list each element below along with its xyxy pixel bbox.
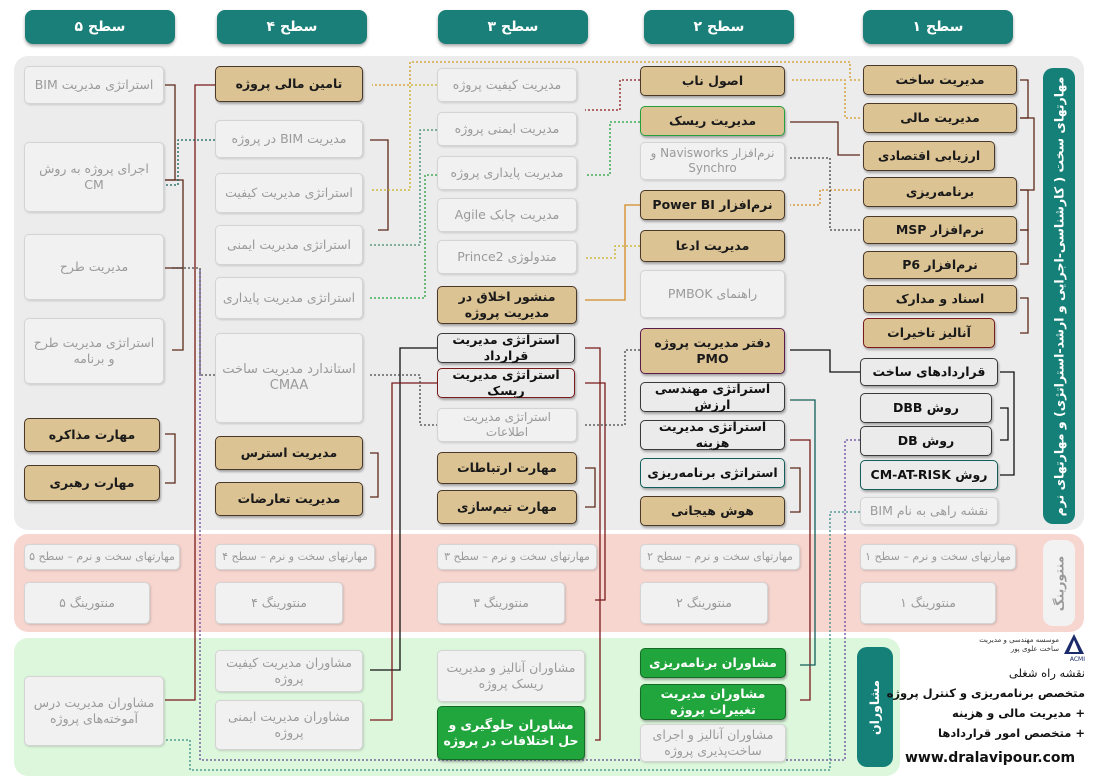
l3-quality-management[interactable]: مدیریت کیفیت پروژه <box>437 68 577 102</box>
l1-delay-analysis[interactable]: آنالیز تاخیرات <box>863 318 995 348</box>
l2-navisworks-synchro[interactable]: نرم‌افزار Navisworks و Synchro <box>640 142 785 180</box>
mentoring-4[interactable]: منتورینگ ۴ <box>215 582 343 624</box>
l2-claims-management[interactable]: مدیریت ادعا <box>640 230 785 262</box>
l2-value-engineering[interactable]: استراتژی مهندسی ارزش <box>640 381 785 412</box>
level-2-header: سطح ۲ <box>644 10 794 44</box>
mentoring-title-5: مهارتهای سخت و نرم – سطح ۵ <box>24 544 180 570</box>
mentoring-title-4: مهارتهای سخت و نرم – سطح ۴ <box>215 544 375 570</box>
l3-safety-management[interactable]: مدیریت ایمنی پروژه <box>437 112 577 146</box>
hard-soft-side-label: مهارتهای سخت ( کارشناسی-اجرایی و ارشد-اس… <box>1043 68 1075 524</box>
mentoring-2[interactable]: منتورینگ ۲ <box>640 582 768 624</box>
consult-dispute-resolution[interactable]: مشاوران جلوگیری و حل اختلافات در پروژه <box>437 706 585 760</box>
logo-mark: ACMI <box>1069 656 1085 663</box>
l4-safety-strategy[interactable]: استراتژی مدیریت ایمنی <box>215 225 363 265</box>
l1-p6-software[interactable]: نرم‌افزار P6 <box>863 251 1017 279</box>
consult-risk-analysis[interactable]: مشاوران آنالیز و مدیریت ریسک پروژه <box>437 650 585 702</box>
l2-cost-management-strategy[interactable]: استراتژی مدیریت هزینه <box>640 419 785 450</box>
l1-financial-management[interactable]: مدیریت مالی <box>863 103 1017 133</box>
l5-bim-strategy[interactable]: استراتژی مدیریت BIM <box>24 66 164 104</box>
consult-lessons-learned[interactable]: مشاوران مدیریت درس آموخته‌های پروژه <box>24 676 164 746</box>
l3-prince2[interactable]: متدولوژی Prince2 <box>437 240 577 274</box>
consulting-side-label: مشاوران <box>857 647 893 767</box>
logo: ACMI موسسه مهندسی و مدیریت ساخت علوی پور <box>905 632 1085 663</box>
mentoring-3[interactable]: منتورینگ ۳ <box>437 582 565 624</box>
l3-communication-skill[interactable]: مهارت ارتباطات <box>437 452 577 484</box>
l1-msp-software[interactable]: نرم‌افزار MSP <box>863 216 1017 244</box>
consult-constructability[interactable]: مشاوران آنالیز و اجرای ساخت‌پذیری پروژه <box>640 724 786 762</box>
l3-ethics-charter[interactable]: منشور اخلاق در مدیریت پروژه <box>437 286 577 324</box>
legend-line-1: متخصص برنامه‌ریزی و کنترل پروژه <box>886 686 1085 700</box>
consult-safety[interactable]: مشاوران مدیریت ایمنی پروژه <box>215 700 363 750</box>
level-4-header: سطح ۴ <box>217 10 367 44</box>
l3-contract-strategy[interactable]: استراتژی مدیریت قرارداد <box>437 332 575 363</box>
legend: ACMI موسسه مهندسی و مدیریت ساخت علوی پور… <box>887 632 1085 772</box>
l1-construction-contracts[interactable]: قراردادهای ساخت <box>860 358 998 386</box>
legend-line-2: + مدیریت مالی و هزینه <box>951 706 1085 720</box>
mentoring-title-1: مهارتهای سخت و نرم – سطح ۱ <box>860 544 1016 570</box>
mentoring-title-2: مهارتهای سخت و نرم – سطح ۲ <box>640 544 800 570</box>
l1-cm-at-risk-method[interactable]: روش CM-AT-RISK <box>860 460 998 490</box>
l3-agile[interactable]: مدیریت چابک Agile <box>437 198 577 232</box>
l1-economic-evaluation[interactable]: ارزیابی اقتصادی <box>863 141 995 171</box>
l1-documents-records[interactable]: اسناد و مدارک <box>863 285 1017 313</box>
l5-cm-execution[interactable]: اجرای پروژه به روش CM <box>24 142 164 212</box>
consult-planning[interactable]: مشاوران برنامه‌ریزی <box>640 648 786 678</box>
logo-text: موسسه مهندسی و مدیریت ساخت علوی پور <box>979 636 1059 654</box>
mentoring-1[interactable]: منتورینگ ۱ <box>860 582 996 624</box>
consult-quality[interactable]: مشاوران مدیریت کیفیت پروژه <box>215 650 363 692</box>
l1-planning[interactable]: برنامه‌ریزی <box>863 177 1017 207</box>
l5-plan-management[interactable]: مدیریت طرح <box>24 234 164 300</box>
l5-negotiation-skill[interactable]: مهارت مذاکره <box>24 418 160 452</box>
l1-dbb-method[interactable]: روش DBB <box>860 393 992 423</box>
l4-bim-management[interactable]: مدیریت BIM در پروژه <box>215 120 363 158</box>
l4-quality-strategy[interactable]: استراتژی مدیریت کیفیت <box>215 173 363 213</box>
l2-planning-strategy[interactable]: استراتژی برنامه‌ریزی <box>640 458 785 488</box>
mentoring-5[interactable]: منتورینگ ۵ <box>24 582 150 624</box>
l2-risk-management[interactable]: مدیریت ریسک <box>640 106 785 136</box>
level-5-header: سطح ۵ <box>25 10 175 44</box>
consult-change-management[interactable]: مشاوران مدیریت تغییرات پروژه <box>640 684 786 720</box>
l3-information-strategy[interactable]: استراتژی مدیریت اطلاعات <box>437 408 577 442</box>
l4-sustainability-strategy[interactable]: استراتژی مدیریت پایداری <box>215 277 363 319</box>
l4-cmaa-standard[interactable]: استاندارد مدیریت ساخت CMAA <box>215 333 363 423</box>
l2-pmo[interactable]: دفتر مدیریت پروژه PMO <box>640 328 785 374</box>
l3-sustainability-management[interactable]: مدیریت پایداری پروژه <box>437 156 577 190</box>
l2-emotional-intelligence[interactable]: هوش هیجانی <box>640 496 785 526</box>
l1-db-method[interactable]: روش DB <box>860 426 992 456</box>
l3-team-building-skill[interactable]: مهارت تیم‌سازی <box>437 490 577 524</box>
level-1-header: سطح ۱ <box>863 10 1013 44</box>
l4-project-financing[interactable]: تامین مالی پروژه <box>215 66 363 102</box>
l4-conflict-management[interactable]: مدیریت تعارضات <box>215 482 363 516</box>
logo-icon <box>1064 634 1084 654</box>
website[interactable]: www.dralavipour.com <box>905 750 1076 766</box>
l1-construction-management[interactable]: مدیریت ساخت <box>863 65 1017 95</box>
l1-bim-roadmap[interactable]: نقشه راهی به نام BIM <box>860 497 998 525</box>
l4-stress-management[interactable]: مدیریت استرس <box>215 436 363 470</box>
legend-heading: نقشه راه شغلی <box>1008 666 1085 680</box>
l5-plan-program-strategy[interactable]: استراتژی مدیریت طرح و برنامه <box>24 318 164 384</box>
level-3-header: سطح ۳ <box>438 10 588 44</box>
l2-lean-principles[interactable]: اصول ناب <box>640 66 785 96</box>
l3-risk-strategy[interactable]: استراتژی مدیریت ریسک <box>437 367 575 398</box>
l2-power-bi[interactable]: نرم‌افزار Power BI <box>640 190 785 220</box>
mentoring-title-3: مهارتهای سخت و نرم – سطح ۳ <box>437 544 597 570</box>
legend-line-3: + متخصص امور قراردادها <box>938 726 1085 740</box>
l2-pmbok-guide[interactable]: راهنمای PMBOK <box>640 270 785 318</box>
mentoring-side-label: منتورینگ <box>1043 540 1075 626</box>
l5-leadership-skill[interactable]: مهارت رهبری <box>24 465 160 501</box>
